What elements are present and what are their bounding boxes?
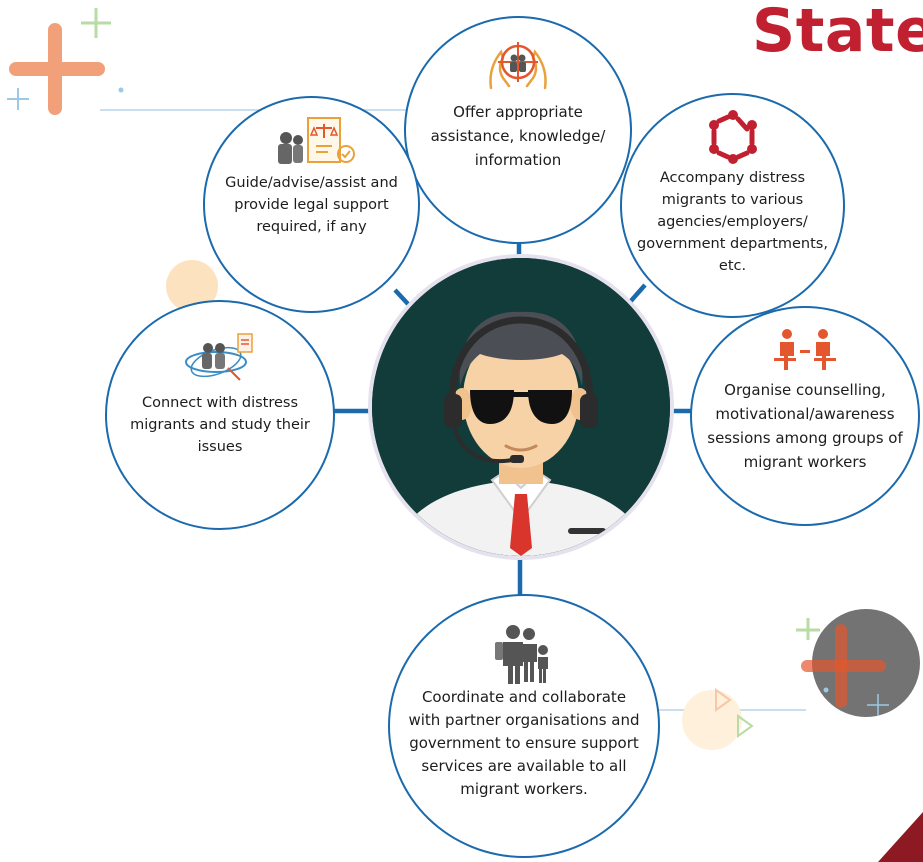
service-node-organise: Organise counselling, motivational/aware… xyxy=(690,306,920,526)
page-title: State xyxy=(752,0,923,66)
legal-document-icon xyxy=(277,117,355,164)
connect-people-icon xyxy=(185,333,253,381)
decor-bottomright xyxy=(656,609,923,862)
service-node-connect: Connect with distress migrants and study… xyxy=(105,300,335,530)
center-agent-circle xyxy=(372,258,670,556)
service-node-guide: Guide/advise/assist and provide legal su… xyxy=(203,96,420,313)
node-label: Organise counselling, motivational/aware… xyxy=(707,381,903,471)
people-circle-icon xyxy=(708,110,757,164)
service-node-coordinate: Coordinate and collaborate with partner … xyxy=(388,594,660,858)
migrant-family-icon xyxy=(495,625,548,684)
decor-circle-left xyxy=(166,260,218,312)
node-label: Connect with distress migrants and study… xyxy=(130,395,310,455)
decor-plus-topleft xyxy=(7,8,420,115)
service-node-accompany: Accompany distress migrants to various a… xyxy=(620,93,845,318)
hands-support-icon xyxy=(489,42,547,90)
helpdesk-agent-icon xyxy=(372,258,670,556)
node-label: Offer appropriate assistance, knowledge/… xyxy=(430,103,606,169)
node-label: Coordinate and collaborate with partner … xyxy=(408,688,640,798)
counselling-session-icon xyxy=(774,329,836,370)
node-label: Accompany distress migrants to various a… xyxy=(637,170,828,274)
node-label: Guide/advise/assist and provide legal su… xyxy=(225,175,398,235)
service-node-offer: Offer appropriate assistance, knowledge/… xyxy=(404,16,632,244)
